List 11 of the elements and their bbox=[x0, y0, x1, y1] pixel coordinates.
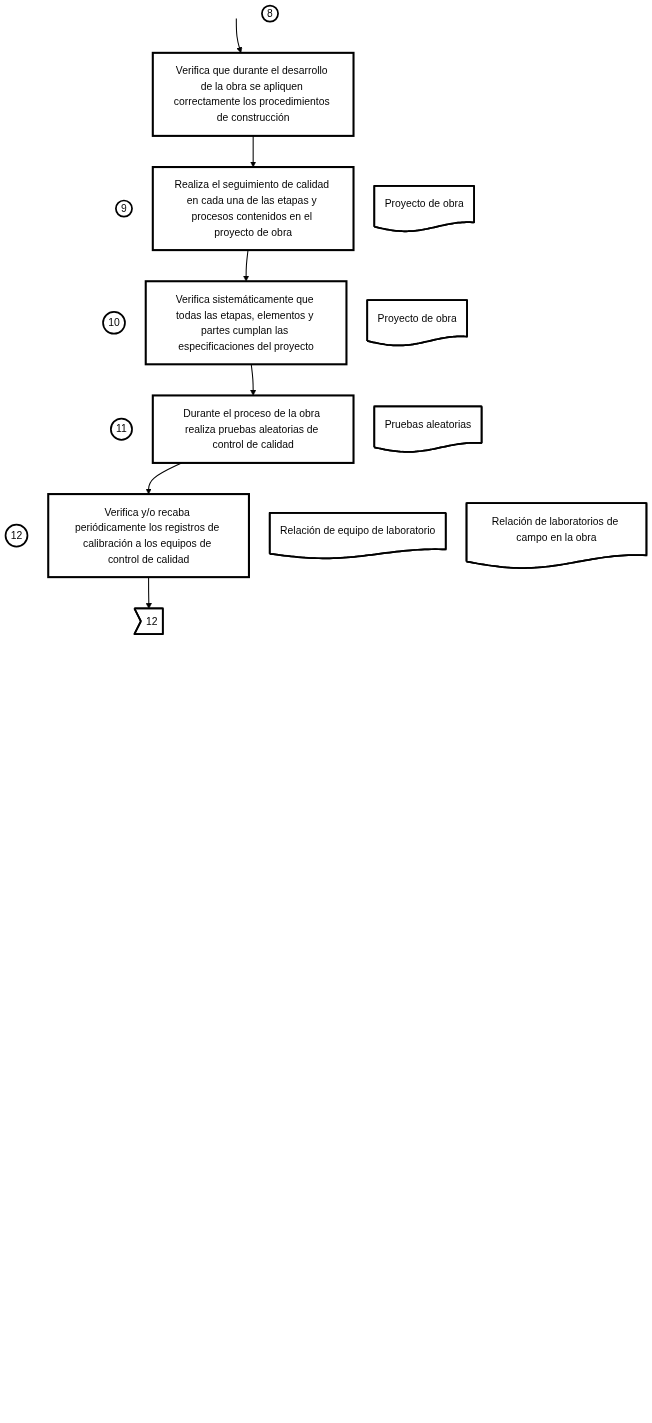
arrow bbox=[250, 135, 257, 168]
node-box: Realiza el seguimiento de calidad en cada una de las etapas y procesos contenidos en el proyecto de obra bbox=[151, 166, 355, 252]
node-circle: 11 bbox=[110, 417, 133, 441]
node-circle: 12 bbox=[4, 523, 29, 548]
node-box: Verifica sistemáticamente que todas las etapas, elementos y partes cumplan las especificaciones del proyecto bbox=[144, 280, 348, 366]
node-box: Verifica que durante el desarrollo de la obra se apliquen correctamente los procedimientos de construcción bbox=[151, 51, 355, 137]
node-circle: 8 bbox=[261, 4, 279, 23]
node-circle: 10 bbox=[102, 310, 126, 335]
node-circle: 9 bbox=[115, 199, 133, 218]
node-box: Durante el proceso de la obra realiza pruebas aleatorias de control de calidad bbox=[151, 394, 355, 464]
node-box: Verifica y/o recaba periódicamente los registros de calibración a los equipos de control de calidad bbox=[47, 493, 250, 579]
